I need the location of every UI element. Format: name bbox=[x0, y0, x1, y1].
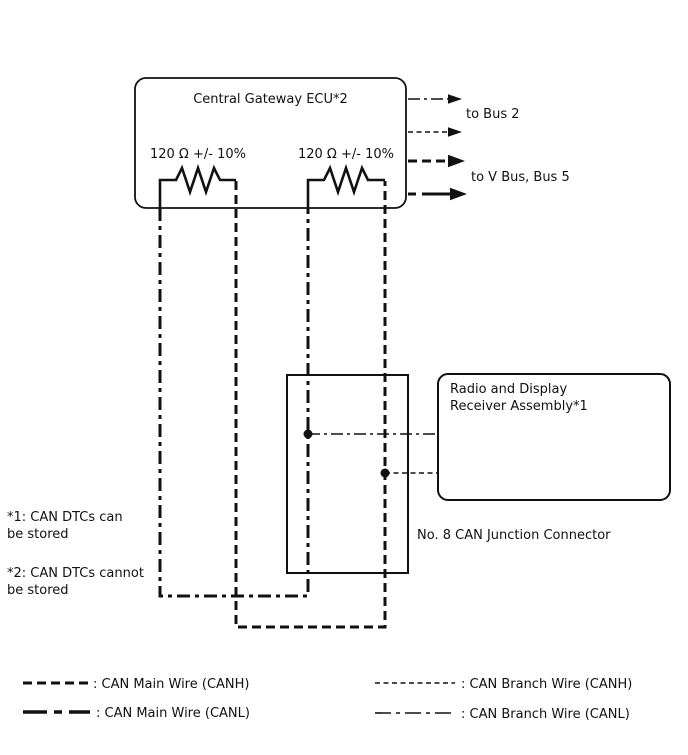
note-2: *2: CAN DTCs cannot be stored bbox=[7, 565, 144, 599]
legend-branch-canl-label: : CAN Branch Wire (CANL) bbox=[461, 707, 630, 722]
resistor-right-label: 120 Ω +/- 10% bbox=[297, 147, 394, 162]
note-1-line1: *1: CAN DTCs can bbox=[7, 510, 123, 525]
arrow-vbus-canl bbox=[408, 187, 467, 201]
junction-label: No. 8 CAN Junction Connector bbox=[417, 528, 611, 543]
radio-box bbox=[437, 373, 671, 501]
bus2-label: to Bus 2 bbox=[466, 107, 520, 122]
junction-connector-box bbox=[286, 374, 409, 574]
arrow-bus2-canh bbox=[408, 127, 462, 137]
arrow-vbus-canh bbox=[408, 154, 465, 168]
note-2-line1: *2: CAN DTCs cannot bbox=[7, 566, 144, 581]
resistor-right bbox=[306, 163, 385, 209]
can-main-wire-canh bbox=[234, 181, 387, 629]
can-main-wire-canl bbox=[158, 208, 310, 598]
resistor-left bbox=[158, 163, 236, 209]
legend-main-canh-label: : CAN Main Wire (CANH) bbox=[93, 677, 250, 692]
radio-label-line1: Radio and Display bbox=[450, 382, 568, 397]
legend-branch-canh-label: : CAN Branch Wire (CANH) bbox=[461, 677, 633, 692]
legend-main-canl-label: : CAN Main Wire (CANL) bbox=[96, 706, 250, 721]
note-1: *1: CAN DTCs can be stored bbox=[7, 509, 123, 543]
junction-dot-canh bbox=[380, 468, 390, 478]
resistor-left-label: 120 Ω +/- 10% bbox=[149, 147, 246, 162]
vbus5-label: to V Bus, Bus 5 bbox=[471, 170, 570, 185]
note-1-line2: be stored bbox=[7, 527, 69, 542]
ecu-title: Central Gateway ECU*2 bbox=[193, 92, 348, 107]
radio-label: Radio and Display Receiver Assembly*1 bbox=[450, 381, 588, 415]
junction-dot-canl bbox=[303, 429, 313, 439]
ecu-box bbox=[134, 77, 407, 209]
radio-label-line2: Receiver Assembly*1 bbox=[450, 399, 588, 414]
arrow-bus2-canl bbox=[408, 94, 462, 104]
note-2-line2: be stored bbox=[7, 583, 69, 598]
